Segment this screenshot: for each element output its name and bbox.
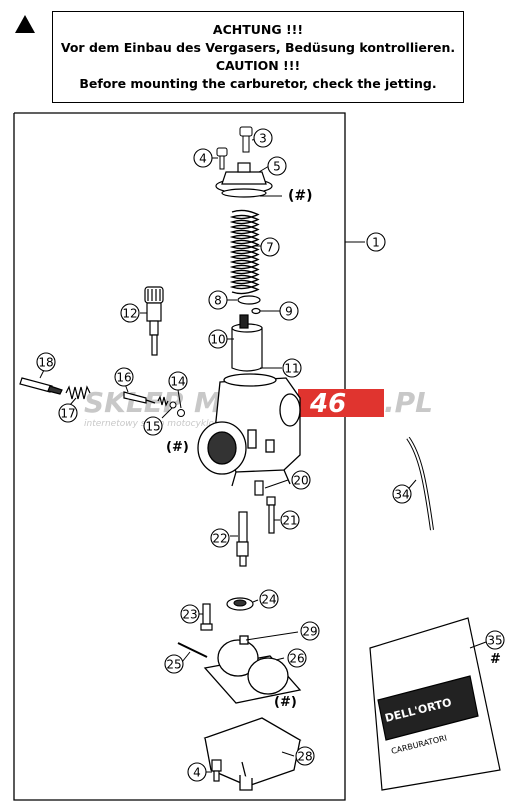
- part-18-screw: [19, 377, 63, 395]
- svg-text:8: 8: [214, 294, 222, 308]
- part-7-spring: [229, 209, 260, 295]
- svg-text:23: 23: [182, 608, 197, 622]
- part-25-float-pin: [177, 642, 208, 658]
- caution-box: ACHTUNG !!! Vor dem Einbau des Vergasers…: [52, 11, 464, 103]
- part-10-slide: [231, 314, 263, 372]
- svg-text:4: 4: [199, 152, 207, 166]
- watermark-red-block: [298, 389, 384, 417]
- part-34-hose: [406, 436, 434, 531]
- svg-text:18: 18: [38, 356, 53, 370]
- callout-20: 20: [291, 470, 311, 490]
- callout-35: 35: [485, 630, 505, 650]
- warning-title-de: ACHTUNG !!!: [212, 22, 304, 37]
- callout-22: 22: [210, 528, 230, 548]
- part-4-screw: [216, 147, 228, 170]
- svg-text:24: 24: [261, 593, 276, 607]
- mark-hash-low: (#): [274, 695, 297, 710]
- svg-text:4: 4: [193, 766, 201, 780]
- svg-text:34: 34: [394, 488, 409, 502]
- callout-5: 5: [267, 156, 287, 176]
- callout-34: 34: [392, 484, 412, 504]
- svg-text:29: 29: [302, 625, 317, 639]
- svg-text:17: 17: [60, 407, 75, 421]
- callout-11: 11: [282, 358, 302, 378]
- part-12-choke: [144, 286, 164, 356]
- callout-3: 3: [253, 128, 273, 148]
- svg-text:5: 5: [273, 160, 281, 174]
- svg-text:35: 35: [487, 634, 502, 648]
- callout-17: 17: [58, 403, 78, 423]
- callout-12: 12: [120, 303, 140, 323]
- part-14-oring: [177, 409, 185, 417]
- svg-text:20: 20: [293, 474, 308, 488]
- callout-24: 24: [259, 589, 279, 609]
- assembly-frame: [13, 112, 346, 801]
- callout-18: 18: [36, 352, 56, 372]
- callout-25: 25: [164, 654, 184, 674]
- part-15-spring: [157, 395, 169, 407]
- part-9-clip: [251, 307, 261, 315]
- callout-29: 29: [300, 621, 320, 641]
- leader-lines: [39, 137, 487, 773]
- watermark-brand-a: SKLEP: [84, 386, 184, 419]
- mark-hash-mid: (#): [166, 440, 189, 455]
- part-22-needle-jet: [236, 511, 249, 567]
- warning-title-en: CAUTION !!!: [215, 58, 301, 73]
- part-8-washer: [237, 295, 261, 305]
- callout-10: 10: [208, 329, 228, 349]
- svg-text:15: 15: [145, 420, 160, 434]
- part-21-jet: [266, 496, 276, 534]
- callout-23: 23: [180, 604, 200, 624]
- svg-text:10: 10: [210, 333, 225, 347]
- svg-text:12: 12: [122, 307, 137, 321]
- svg-text:25: 25: [166, 658, 181, 672]
- svg-text:21: 21: [282, 514, 297, 528]
- callout-7: 7: [260, 237, 280, 257]
- callout-14: 14: [168, 371, 188, 391]
- part-28-float-bowl: [203, 717, 302, 791]
- warning-text-en: Before mounting the carburetor, check th…: [79, 76, 437, 91]
- callout-1: 1: [366, 232, 386, 252]
- callout-4: 4: [193, 148, 213, 168]
- warning-text-de: Vor dem Einbau des Vergasers, Bedüsung k…: [60, 40, 456, 55]
- watermark-brand-c: 46: [309, 389, 346, 419]
- callout-21: 21: [280, 510, 300, 530]
- callout-26: 26: [287, 648, 307, 668]
- warning-triangle-icon: [15, 15, 35, 33]
- svg-text:11: 11: [284, 362, 299, 376]
- part-4-bottom-screw: [211, 759, 222, 782]
- svg-text:3: 3: [259, 132, 267, 146]
- svg-text:7: 7: [266, 241, 274, 255]
- callout-8: 8: [208, 290, 228, 310]
- part-20-jet: [254, 480, 264, 496]
- part-11-carb-body: [197, 373, 301, 487]
- part-16-needle: [123, 391, 156, 404]
- part-5-cap: [215, 162, 273, 198]
- callout-15: 15: [143, 416, 163, 436]
- svg-text:22: 22: [212, 532, 227, 546]
- mark-hash-top: (#): [288, 188, 313, 204]
- watermark-brand-d: .PL: [384, 386, 433, 419]
- part-23-float-pin-holder: [200, 603, 213, 631]
- svg-text:14: 14: [170, 375, 185, 389]
- part-17-spring: [65, 385, 91, 400]
- callout-9: 9: [279, 301, 299, 321]
- svg-text:9: 9: [285, 305, 293, 319]
- mark-hash-35: #: [490, 652, 501, 667]
- part-15-washer: [169, 401, 177, 409]
- callout-28: 28: [295, 746, 315, 766]
- part-26-float: [203, 635, 302, 704]
- svg-text:16: 16: [116, 371, 131, 385]
- callout-4: 4: [187, 762, 207, 782]
- part-3-screw: [239, 126, 253, 153]
- svg-text:26: 26: [289, 652, 304, 666]
- part-35-bag: DELL'ORTO CARBURATORI: [369, 617, 501, 791]
- svg-text:28: 28: [297, 750, 312, 764]
- svg-text:1: 1: [372, 236, 380, 250]
- callout-16: 16: [114, 367, 134, 387]
